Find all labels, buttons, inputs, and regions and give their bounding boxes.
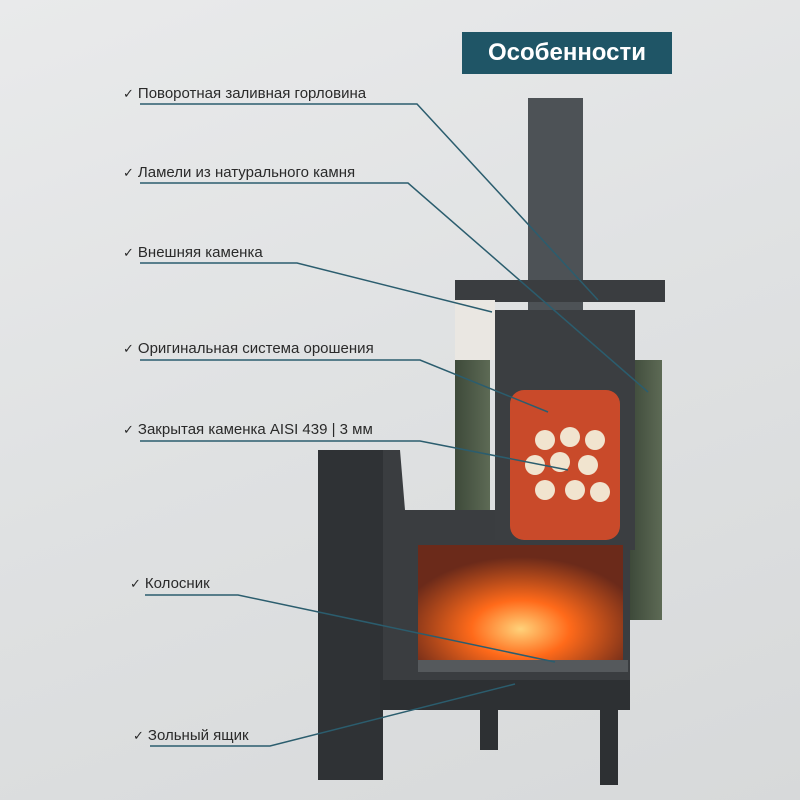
check-icon: ✓ <box>123 165 134 180</box>
feature-outer-heater: ✓Внешняя каменка <box>123 244 263 261</box>
feature-label: Закрытая каменка AISI 439 | 3 мм <box>137 421 373 438</box>
features-title: Особенности <box>462 32 672 74</box>
ash-box <box>380 680 630 710</box>
grate <box>418 660 628 672</box>
firebox-flames <box>418 545 623 665</box>
check-icon: ✓ <box>130 576 141 591</box>
feature-label: Оригинальная система орошения <box>137 340 374 357</box>
feature-irrigation-system: ✓Оригинальная система орошения <box>123 340 374 357</box>
feature-rotating-neck: ✓Поворотная заливная горловина <box>123 85 366 102</box>
feature-label: Зольный ящик <box>147 727 249 744</box>
feature-label: Колосник <box>144 575 210 592</box>
check-icon: ✓ <box>123 422 134 437</box>
outer-stones <box>455 300 495 360</box>
check-icon: ✓ <box>123 245 134 260</box>
feature-label: Поворотная заливная горловина <box>137 85 367 102</box>
top-lid <box>455 280 665 302</box>
check-icon: ✓ <box>133 728 144 743</box>
check-icon: ✓ <box>123 341 134 356</box>
check-icon: ✓ <box>123 86 134 101</box>
feature-grate: ✓Колосник <box>130 575 210 592</box>
stone-lamella-right <box>630 360 662 620</box>
feature-label: Ламели из натурального камня <box>137 164 356 181</box>
feature-ash-box: ✓Зольный ящик <box>133 727 249 744</box>
stone-lamella-left <box>455 360 490 520</box>
feature-closed-heater: ✓Закрытая каменка AISI 439 | 3 мм <box>123 421 373 438</box>
leader-lines <box>140 103 649 747</box>
feature-label: Внешняя каменка <box>137 244 263 261</box>
door <box>318 450 383 780</box>
feature-stone-lamellas: ✓Ламели из натурального камня <box>123 164 355 181</box>
